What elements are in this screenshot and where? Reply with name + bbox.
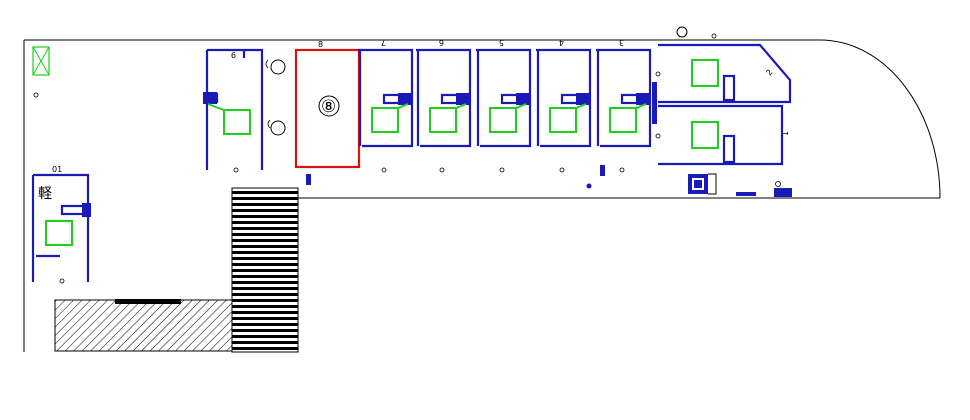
room-5-number: 5 [499,38,504,47]
round-table-icon [265,59,286,136]
marker-dot-icon [711,33,717,39]
room-1[interactable]: 1 [658,104,790,166]
room-1-number: 1 [781,131,790,136]
box-icon [774,188,792,197]
stairs [231,187,299,353]
hatched-area [54,299,233,352]
room-5[interactable]: 5 [476,38,532,173]
room-row: 7 6 5 4 3 [358,38,657,173]
room-01[interactable]: 01 軽 [31,165,91,284]
marker-dot-icon [33,92,39,98]
room-01-number: 01 [52,165,62,174]
dot-icon [586,183,592,189]
room-4[interactable]: 4 [536,38,592,173]
room-8-marker: ⑧ [321,97,336,117]
pole-icon [676,26,688,38]
building-outline [23,39,941,352]
room-9[interactable]: 9 [203,48,264,173]
room-01-label: 軽 [38,186,52,202]
room-7-number: 7 [381,38,386,47]
room-8-selected[interactable]: ⑧ 8 [294,40,361,169]
room-4-number: 4 [559,38,564,47]
room-3-number: 3 [619,38,624,47]
room-8-number: 8 [318,40,323,49]
room-9-number: 9 [231,50,236,59]
room-6[interactable]: 6 [416,38,472,173]
room-6-number: 6 [439,38,444,47]
room-3[interactable]: 3 [596,38,652,173]
door-marker-icon [600,165,605,176]
equipment-box-icon [32,46,50,76]
room-7[interactable]: 7 [358,38,414,173]
machine-icon [688,173,717,195]
bench-icon [736,192,756,196]
door-marker-icon [306,174,311,185]
room-2[interactable]: 2 [658,43,792,104]
room-2-number: 2 [764,68,774,78]
